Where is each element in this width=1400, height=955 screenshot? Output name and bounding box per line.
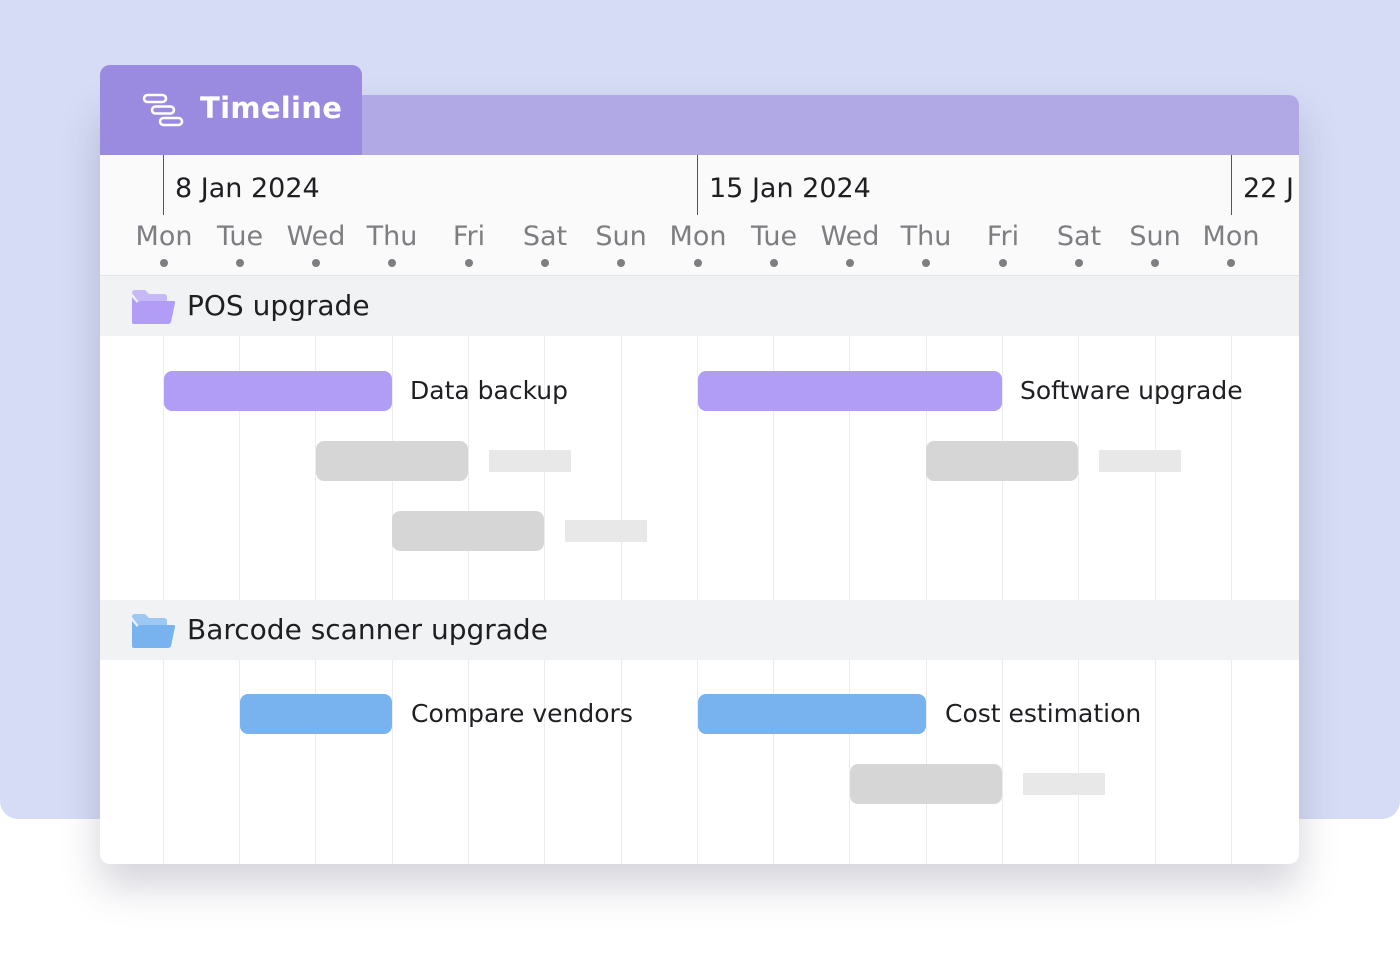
folder-blue-icon [132,614,176,648]
grid-line [392,276,393,864]
day-label: Mon [669,221,727,252]
day-tick [465,259,473,267]
task-label: Software upgrade [1020,376,1243,405]
day-tick [694,259,702,267]
day-label: Tue [750,221,798,252]
task-label: Data backup [410,376,568,405]
day-tick [999,259,1007,267]
grid-line [697,276,698,864]
placeholder-task-label [489,450,571,472]
task-bar-compare-vendors[interactable] [240,694,392,734]
day-tick [617,259,625,267]
week-label: 15 Jan 2024 [709,173,871,204]
grid-line [1002,276,1003,864]
task-label: Compare vendors [411,699,633,728]
day-label: Thu [900,221,952,252]
grid-line [849,276,850,864]
day-tick [1227,259,1235,267]
day-label: Sat [522,221,568,252]
grid-line [621,276,622,864]
grid-line [544,276,545,864]
placeholder-task-bar [316,441,468,481]
tab-timeline[interactable]: Timeline [100,65,362,155]
day-label: Fri [986,221,1020,252]
day-label: Mon [1202,221,1260,252]
grid-line [468,276,469,864]
task-bar-software-upgrade[interactable] [698,371,1002,411]
day-tick [846,259,854,267]
day-tick [160,259,168,267]
grid-line [1078,276,1079,864]
week-separator [1231,155,1232,215]
day-label: Fri [452,221,486,252]
week-label: 8 Jan 2024 [175,173,320,204]
group-label: Barcode scanner upgrade [187,613,548,646]
timeline-icon [142,93,184,127]
placeholder-task-bar [392,511,544,551]
day-label: Wed [286,221,346,252]
day-label: Wed [820,221,880,252]
timeline-window: 8 Jan 2024 15 Jan 2024 22 J Mon Tue Wed … [100,95,1299,864]
placeholder-task-bar [926,441,1078,481]
day-tick [236,259,244,267]
day-tick [922,259,930,267]
grid-line [1231,276,1232,864]
week-label: 22 J [1243,173,1294,204]
placeholder-task-bar [850,764,1002,804]
task-bar-cost-estimation[interactable] [698,694,926,734]
grid-line [163,276,164,864]
placeholder-task-label [1023,773,1105,795]
day-tick [541,259,549,267]
day-label: Mon [135,221,193,252]
day-tick [388,259,396,267]
group-row-barcode-scanner-upgrade[interactable]: Barcode scanner upgrade [100,600,1299,660]
week-separator [163,155,164,215]
day-label: Sun [595,221,647,252]
grid-line [926,276,927,864]
day-label: Sun [1129,221,1181,252]
placeholder-task-label [1099,450,1181,472]
folder-purple-icon [132,290,176,324]
date-header: 8 Jan 2024 15 Jan 2024 22 J Mon Tue Wed … [100,155,1299,276]
day-tick [312,259,320,267]
day-tick [1075,259,1083,267]
week-separator [697,155,698,215]
grid-line [239,276,240,864]
group-row-pos-upgrade[interactable]: POS upgrade [100,276,1299,336]
placeholder-task-label [565,520,647,542]
task-bar-data-backup[interactable] [164,371,392,411]
grid-line [1155,276,1156,864]
grid-line [773,276,774,864]
group-label: POS upgrade [187,289,370,322]
tab-label: Timeline [200,91,343,125]
day-tick [1151,259,1159,267]
day-tick [770,259,778,267]
grid-line [315,276,316,864]
day-label: Thu [366,221,418,252]
day-label: Tue [216,221,264,252]
task-label: Cost estimation [945,699,1142,728]
day-label: Sat [1056,221,1102,252]
